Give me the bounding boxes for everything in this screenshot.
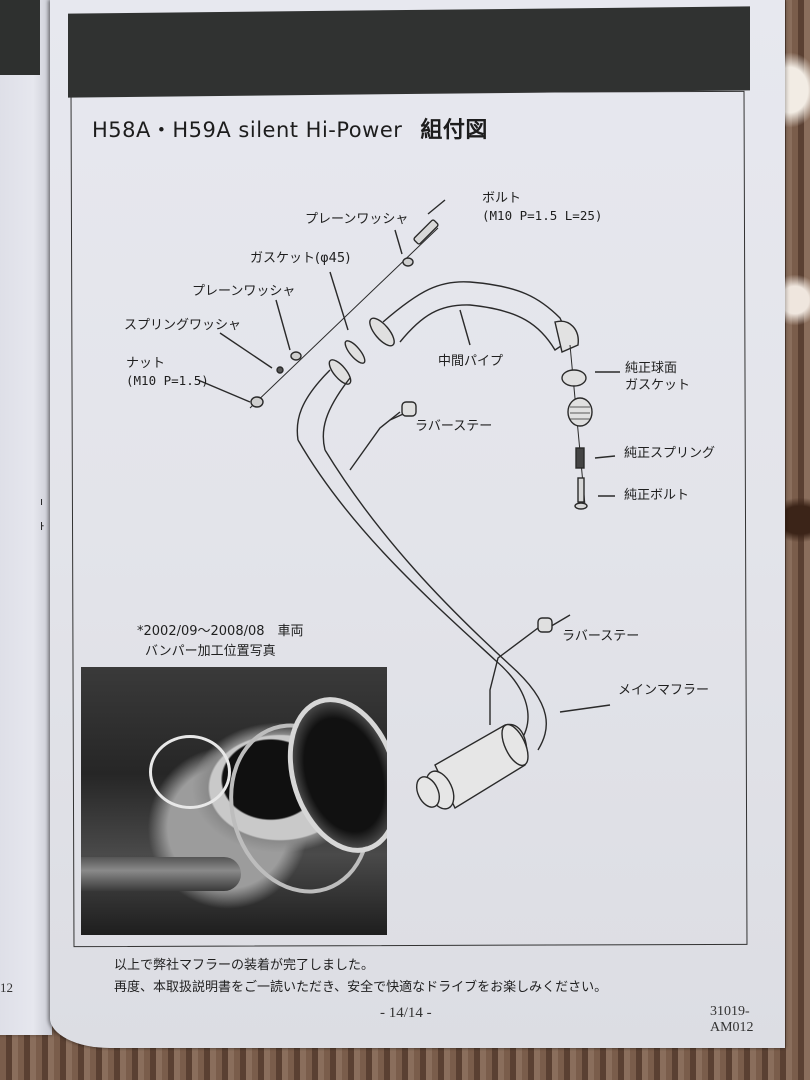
- label-bolt: ボルト (M10 P=1.5 L=25): [482, 190, 602, 224]
- photo-highlight-circle: [149, 735, 231, 809]
- label-bolt-spec: (M10 P=1.5 L=25): [482, 208, 603, 223]
- label-oem-gasket-line2: ガスケット: [625, 378, 691, 393]
- label-oem-spherical-gasket: 純正球面 ガスケット: [625, 360, 690, 394]
- title-suffix: 組付図: [420, 118, 488, 143]
- photo-pipe: [81, 857, 241, 891]
- label-gasket: ガスケット(φ45): [250, 251, 351, 266]
- leader-plain-washer-top: [394, 229, 403, 255]
- label-center-pipe: 中間パイプ: [438, 354, 504, 369]
- leader-main-muffler: [559, 704, 611, 713]
- completion-line2: 再度、本取扱説明書をご一読いただき、安全で快適なドライブをお楽しみください。: [114, 980, 608, 995]
- completion-message: 以上で弊社マフラーの装着が完了しました。 再度、本取扱説明書をご一読いただき、安…: [114, 955, 607, 999]
- leader-bolt: [427, 199, 446, 215]
- label-rubber-stay-upper: ラバーステー: [415, 419, 493, 434]
- label-oem-gasket-line1: 純正球面: [625, 361, 678, 376]
- left-page-edge: ı ŀ 12: [0, 0, 52, 1035]
- photo-caption-line1: *2002/09～2008/08 車両: [137, 624, 304, 639]
- label-nut-text: ナット: [126, 356, 166, 371]
- label-plain-washer-top: プレーンワッシャ: [305, 212, 409, 227]
- exploded-diagram: [197, 199, 620, 810]
- leader-plain-washer: [275, 299, 291, 351]
- page-title: H58A・H59A silent Hi-Power 組付図: [92, 112, 488, 144]
- label-rubber-stay-lower: ラバーステー: [562, 629, 640, 644]
- label-oem-spring: 純正スプリング: [624, 446, 716, 461]
- label-nut-spec: (M10 P=1.5): [126, 373, 209, 388]
- label-bolt-text: ボルト: [482, 191, 522, 206]
- left-page-glyph: ı: [40, 495, 44, 508]
- leader-oem-spring: [594, 455, 616, 459]
- photo-caption-line2: バンパー加工位置写真: [145, 644, 276, 659]
- page-indicator: - 14/14 -: [380, 1005, 432, 1021]
- label-main-muffler: メインマフラー: [618, 683, 710, 698]
- left-page-glyph: ŀ: [40, 520, 44, 533]
- label-nut: ナット (M10 P=1.5): [126, 355, 209, 389]
- left-page-header-band: [0, 0, 40, 75]
- label-oem-bolt: 純正ボルト: [624, 488, 690, 503]
- leader-center-pipe: [459, 309, 471, 346]
- leader-gasket: [329, 271, 349, 331]
- leader-nut: [197, 379, 251, 403]
- bumper-modification-photo: [81, 667, 387, 935]
- photo-caption: *2002/09～2008/08 車両 バンパー加工位置写真: [137, 622, 304, 662]
- document-code: 31019-AM012: [710, 1004, 754, 1035]
- left-page-number: 12: [0, 980, 13, 995]
- label-spring-washer: スプリングワッシャ: [124, 318, 242, 333]
- title-model: H58A・H59A silent Hi-Power: [92, 118, 403, 142]
- label-plain-washer: プレーンワッシャ: [192, 284, 296, 299]
- completion-line1: 以上で弊社マフラーの装着が完了しました。: [114, 958, 375, 973]
- leader-spring-washer: [219, 332, 273, 369]
- manual-page: H58A・H59A silent Hi-Power 組付図: [50, 0, 785, 1048]
